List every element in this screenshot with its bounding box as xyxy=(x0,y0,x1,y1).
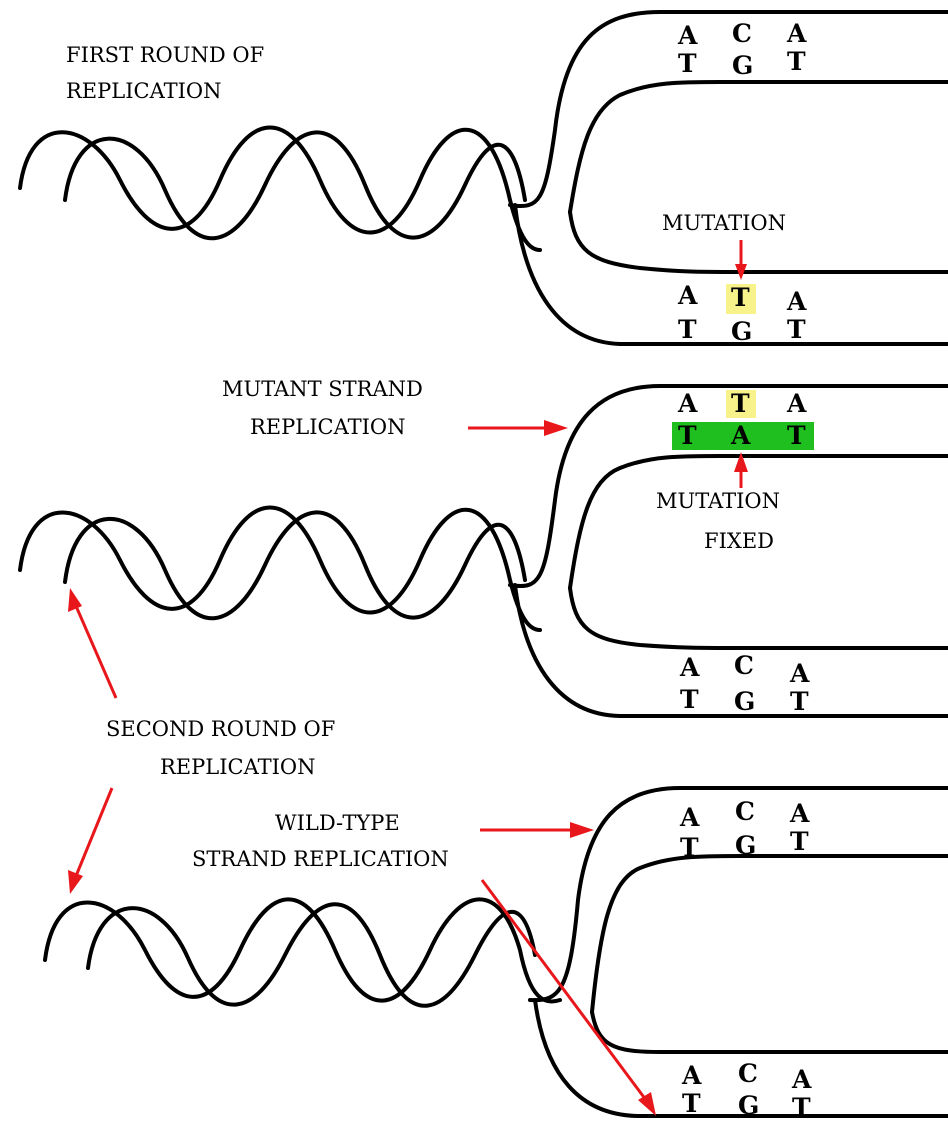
base: C xyxy=(738,1059,758,1088)
panel3-top-bases: A T C G A T xyxy=(679,797,810,862)
label-mutation-fixed-line1: MUTATION xyxy=(656,489,780,513)
panel3-bottom-bases: A T C G A T xyxy=(681,1059,812,1122)
base: T xyxy=(787,315,806,344)
helix-strand-b xyxy=(86,902,537,1008)
helix-strand-a xyxy=(18,125,542,252)
base: G xyxy=(735,831,756,860)
base: T xyxy=(678,49,697,78)
base: A xyxy=(679,803,700,832)
label-first-round-line2: REPLICATION xyxy=(66,79,222,103)
base: A xyxy=(786,287,807,316)
label-mutation: MUTATION xyxy=(662,211,786,235)
base: A xyxy=(789,799,810,828)
fork-bottom-outer-strand xyxy=(513,583,948,718)
mutation-arrow xyxy=(735,240,747,280)
base: G xyxy=(738,1091,759,1120)
label-wild-type-line1: WILD-TYPE xyxy=(275,811,400,835)
base: T xyxy=(790,827,809,856)
base: A xyxy=(679,653,700,682)
label-second-round-line1: SECOND ROUND OF xyxy=(106,717,335,741)
label-mutant-strand-line2: REPLICATION xyxy=(250,415,406,439)
base: A xyxy=(677,389,698,418)
helix-strand-b xyxy=(63,130,527,241)
label-mutation-fixed-line2: FIXED xyxy=(704,529,774,553)
base: G xyxy=(732,51,753,80)
mutation-fixed-highlight-bar xyxy=(672,422,814,450)
fork-bottom-inner-strand xyxy=(568,586,948,650)
helix-strand-a xyxy=(18,505,542,632)
second-round-arrow-up xyxy=(68,588,118,699)
panel2-bottom-bases: A T C G A T xyxy=(679,651,810,716)
base: T xyxy=(787,421,806,450)
base: A xyxy=(789,659,810,688)
mutation-highlight-box xyxy=(726,284,756,314)
base: A xyxy=(677,21,698,50)
base: T xyxy=(678,315,697,344)
base: C xyxy=(735,797,755,826)
mutant-top-highlight-box xyxy=(726,390,756,418)
mutation-fixed-arrow xyxy=(734,452,748,488)
label-first-round-line1: FIRST ROUND OF xyxy=(66,43,264,67)
panel1-bottom-bases: A T T G A T xyxy=(677,281,807,346)
base: A xyxy=(681,1061,702,1090)
second-round-arrow-down xyxy=(68,787,114,894)
fixed-base: A xyxy=(730,421,751,450)
fork-top-outer-strand xyxy=(508,10,948,208)
base: T xyxy=(787,47,806,76)
base: C xyxy=(732,19,752,48)
base: G xyxy=(731,317,752,346)
fork-top-outer-strand xyxy=(528,786,948,1003)
fork-top-inner-strand xyxy=(568,454,948,590)
fork-bottom-outer-strand xyxy=(513,203,948,346)
panel-mutant-replication xyxy=(18,384,948,718)
base: T xyxy=(792,1093,811,1122)
mutant-strand-arrow xyxy=(468,420,568,436)
base: T xyxy=(790,687,809,716)
panel1-top-bases: A T C G A T xyxy=(677,19,807,80)
fork-bottom-inner-strand xyxy=(590,1010,948,1054)
base: T xyxy=(680,685,699,714)
base: A xyxy=(677,281,698,310)
fork-top-inner-strand xyxy=(590,854,948,1014)
mutated-base: T xyxy=(731,283,750,312)
base: A xyxy=(786,19,807,48)
wild-type-strand-arrow xyxy=(480,822,594,838)
label-mutant-strand-line1: MUTANT STRAND xyxy=(222,377,423,401)
base: C xyxy=(734,651,754,680)
fork-top-outer-strand xyxy=(508,384,948,588)
base: T xyxy=(682,1089,701,1118)
panel-wild-type-replication xyxy=(43,786,948,1118)
label-wild-type-line2: STRAND REPLICATION xyxy=(192,847,449,871)
fork-bottom-inner-strand xyxy=(568,210,948,274)
base: T xyxy=(678,421,697,450)
panel-first-round xyxy=(18,10,948,346)
helix-strand-b xyxy=(63,510,527,621)
base: A xyxy=(791,1065,812,1094)
label-second-round-line2: REPLICATION xyxy=(160,755,316,779)
mutated-base: T xyxy=(731,389,750,418)
base: T xyxy=(680,833,699,862)
base: A xyxy=(786,389,807,418)
fork-top-inner-strand xyxy=(568,80,948,214)
panel2-top-bases: A T T A A T xyxy=(677,389,807,450)
wild-type-diagonal-arrow xyxy=(480,879,656,1116)
base: G xyxy=(734,687,755,716)
helix-strand-a xyxy=(43,897,562,1004)
fork-bottom-outer-strand xyxy=(533,998,948,1118)
